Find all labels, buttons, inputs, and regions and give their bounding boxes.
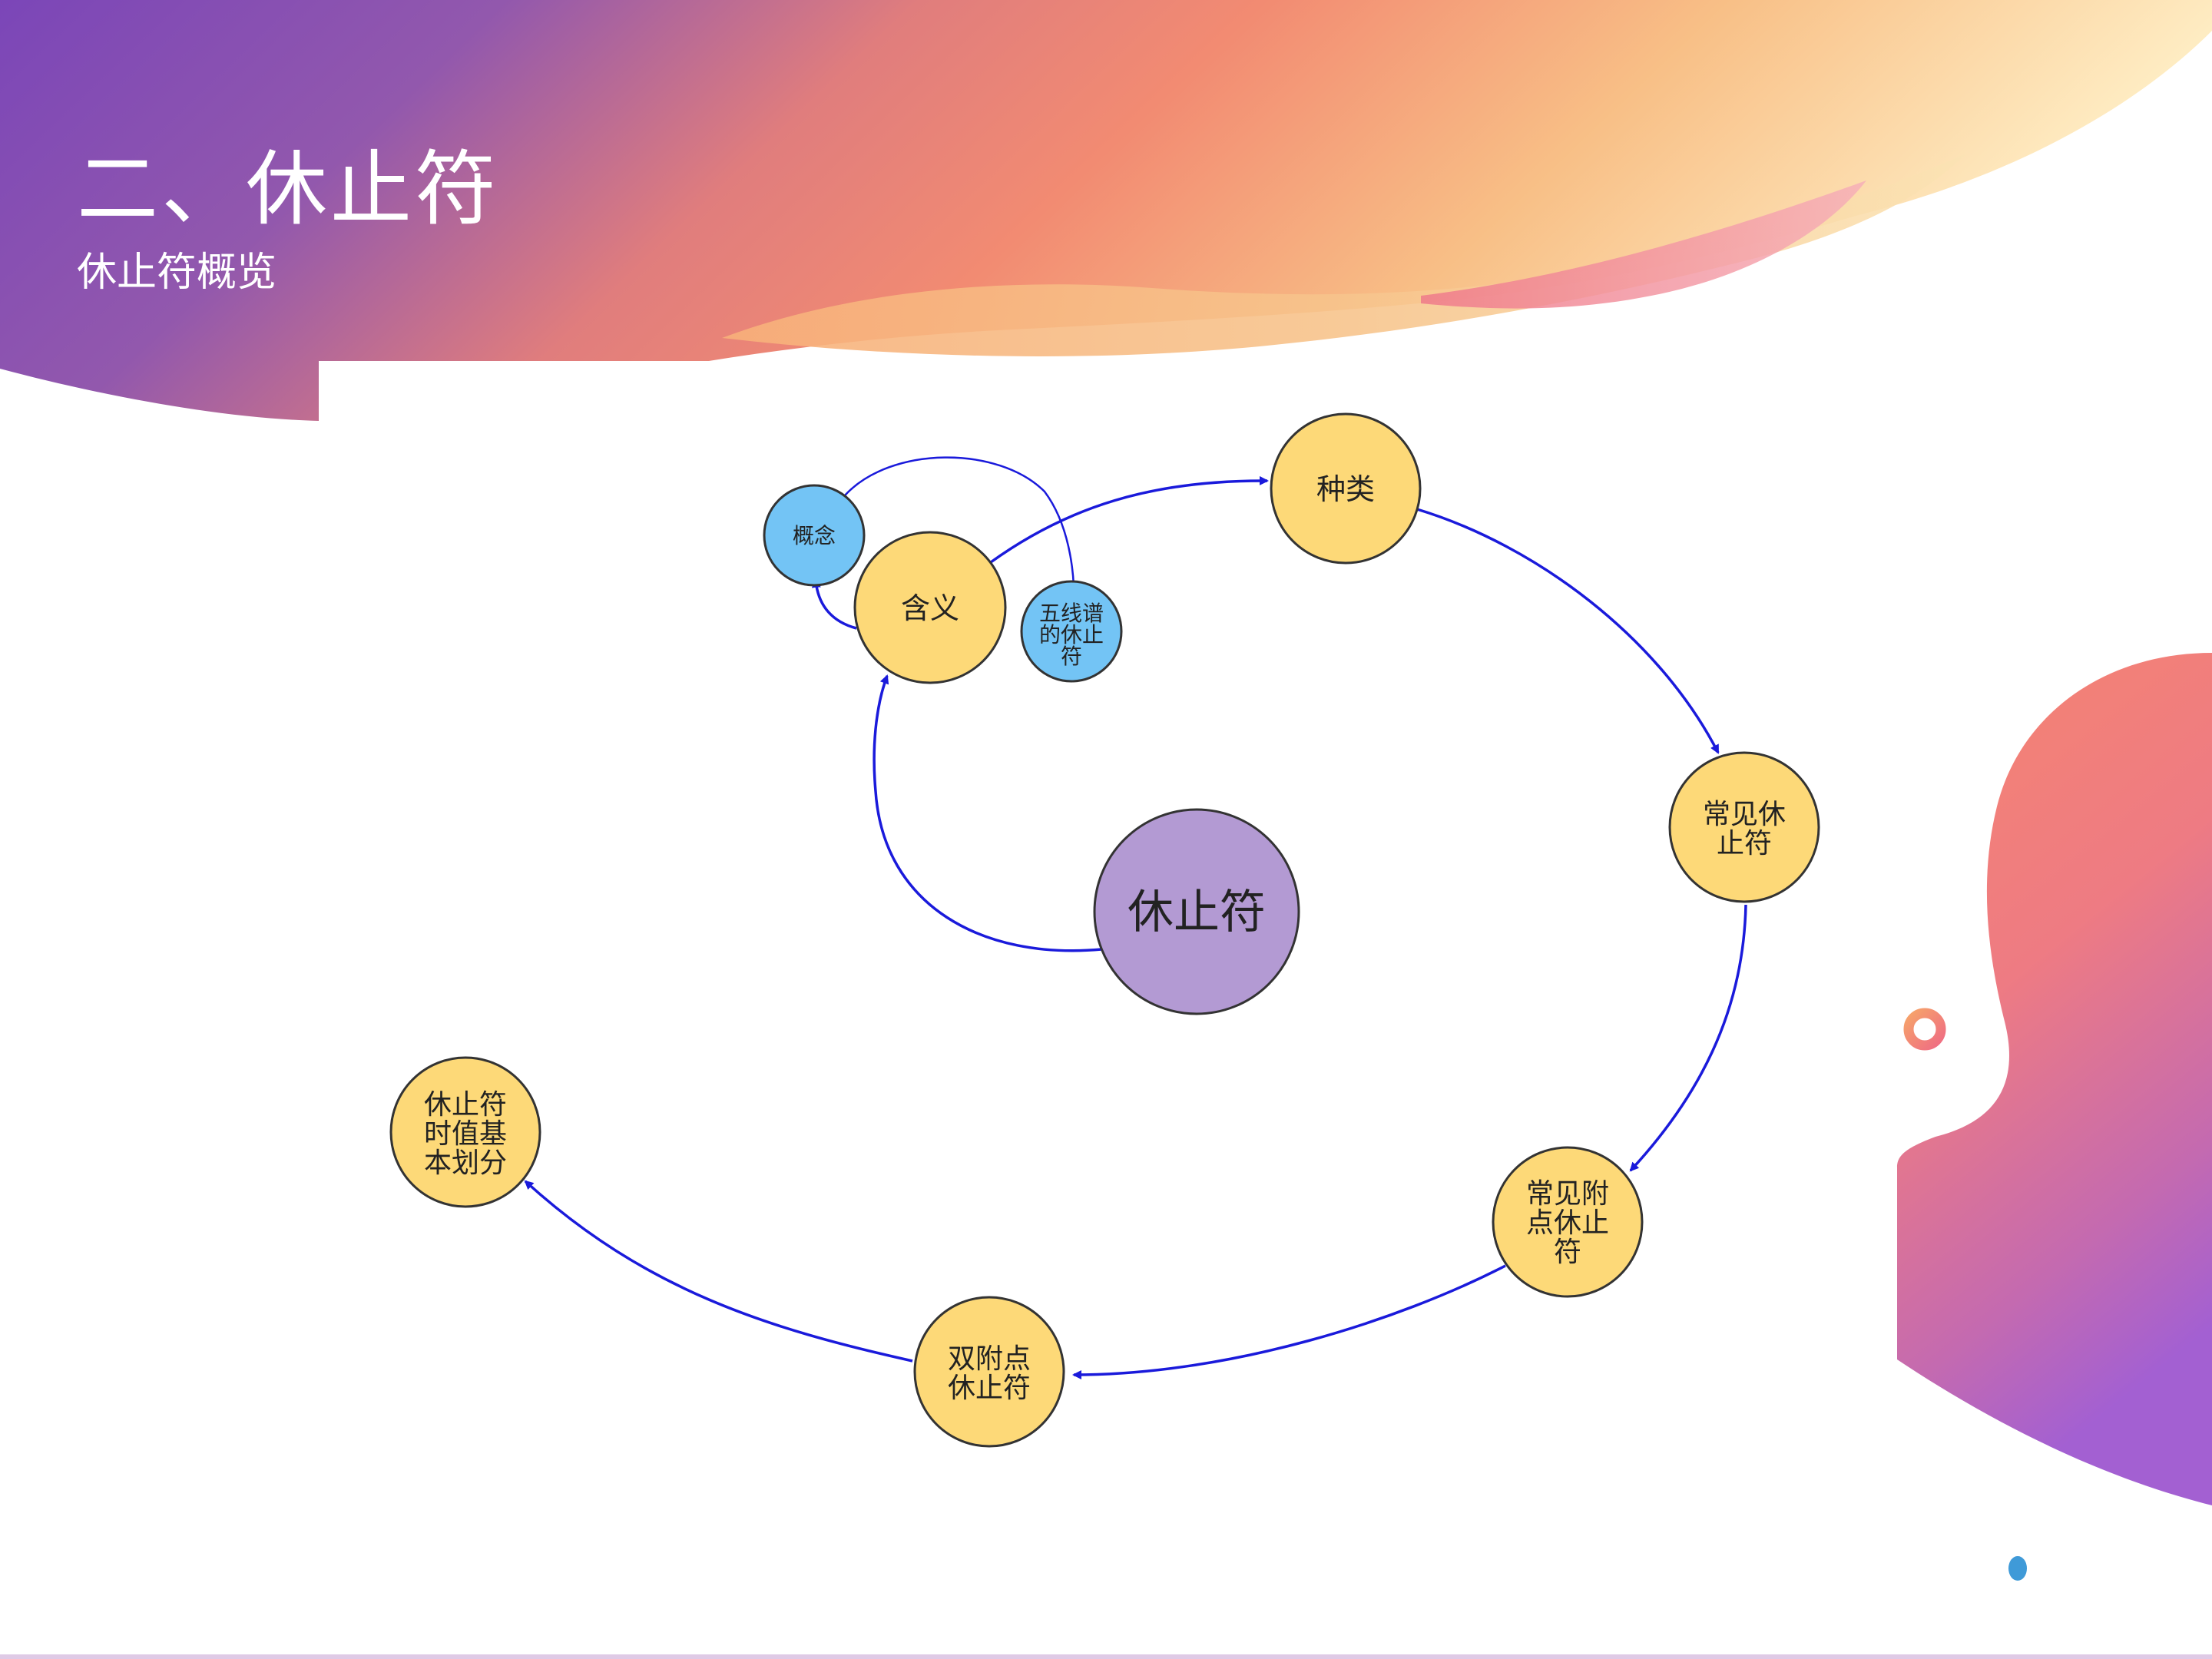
node-meaning-circle xyxy=(853,531,1007,684)
node-double-dotted-rests-line-2: 休止符 xyxy=(948,1373,1031,1404)
node-dotted-rests: 常见附 点休止 符 xyxy=(1492,1146,1644,1298)
slide-subtitle: 休止符概览 xyxy=(77,250,277,296)
node-rest-value-division-circle xyxy=(389,1056,541,1208)
edge-meaning-to-types xyxy=(989,475,1269,564)
edge-double-dotted-to-rest-value xyxy=(524,1180,913,1363)
node-rest-value-division: 休止符 时值基 本划分 xyxy=(389,1056,541,1208)
node-meaning-label: 含义 xyxy=(901,591,959,625)
center-node: 休止符 xyxy=(1093,808,1300,1015)
node-types-label: 种类 xyxy=(1316,472,1375,506)
node-types: 种类 xyxy=(1270,412,1422,565)
node-concept: 概念 xyxy=(763,484,866,587)
slide-title: 二、休止符 xyxy=(77,142,499,237)
node-dotted-rests-line-2: 点休止 xyxy=(1526,1207,1609,1239)
node-types-circle xyxy=(1270,412,1422,565)
node-rest-value-division-line-2: 时值基 xyxy=(424,1118,507,1150)
node-dotted-rests-line-3: 符 xyxy=(1554,1237,1581,1268)
node-double-dotted-rests: 双附点 休止符 xyxy=(913,1296,1065,1448)
edge-types-to-common-rests xyxy=(1416,508,1720,754)
edge-dotted-rests-to-double-dotted xyxy=(1072,1264,1506,1379)
node-staff-rests-line-3: 符 xyxy=(1061,644,1082,669)
node-dotted-rests-circle xyxy=(1492,1146,1644,1298)
center-node-label: 休止符 xyxy=(1128,886,1266,939)
node-double-dotted-rests-line-1: 双附点 xyxy=(948,1343,1031,1375)
node-double-dotted-rests-circle xyxy=(913,1296,1065,1448)
node-staff-rests-line-1: 五线谱 xyxy=(1039,601,1104,626)
node-dotted-rests-line-1: 常见附 xyxy=(1526,1178,1609,1210)
node-common-rests-line-2: 止符 xyxy=(1717,828,1772,859)
node-staff-rests-circle xyxy=(1020,580,1123,683)
edge-meaning-to-concept xyxy=(811,578,857,630)
node-rest-value-division-line-1: 休止符 xyxy=(424,1089,507,1121)
center-node-circle xyxy=(1093,808,1300,1015)
node-common-rests-circle xyxy=(1668,751,1820,903)
node-common-rests-line-1: 常见休 xyxy=(1703,799,1786,830)
edge-common-rests-to-dotted-rests xyxy=(1629,904,1747,1172)
node-rest-value-division-line-3: 本划分 xyxy=(424,1147,507,1179)
node-meaning: 含义 xyxy=(853,531,1007,684)
node-concept-label: 概念 xyxy=(793,523,836,548)
node-staff-rests-line-2: 的休止 xyxy=(1039,622,1104,647)
edge-center-to-meaning xyxy=(873,674,1102,952)
node-concept-circle xyxy=(763,484,866,587)
node-common-rests: 常见休 止符 xyxy=(1668,751,1820,903)
edge-concept-to-staff-rests xyxy=(844,456,1079,608)
node-staff-rests: 五线谱 的休止 符 xyxy=(1020,580,1123,683)
